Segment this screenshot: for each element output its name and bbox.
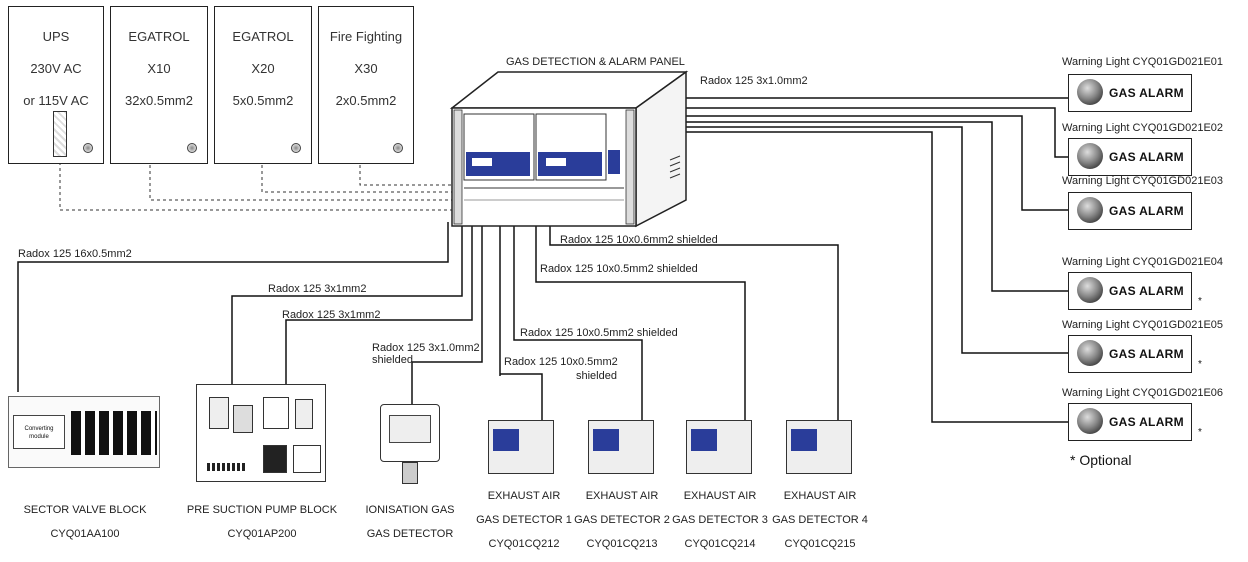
converting-module: Converting module <box>13 415 65 449</box>
cable-label-ionisation: Radox 125 3x1.0mm2 <box>372 342 480 354</box>
warning-light-cables <box>686 97 1068 423</box>
warning-light-label-5: Warning Light CYQ01GD021E05 <box>1062 319 1224 331</box>
sector-valve-caption: SECTOR VALVE BLOCK CYQ01AA100 <box>23 504 147 540</box>
detector-display-icon <box>791 429 817 451</box>
screw-icon <box>83 143 93 153</box>
bulb-icon <box>1077 277 1103 303</box>
gas-alarm-text: GAS ALARM <box>1109 204 1184 218</box>
dashed-supply-lines <box>59 150 460 211</box>
bulb-icon <box>1077 408 1103 434</box>
valve-icons <box>71 411 157 455</box>
gas-alarm-text: GAS ALARM <box>1109 347 1184 361</box>
screw-icon <box>393 143 403 153</box>
cable-label-warning-lights: Radox 125 3x1.0mm2 <box>700 75 808 87</box>
optional-note: * Optional <box>1070 452 1132 468</box>
gas-alarm-text: GAS ALARM <box>1109 415 1184 429</box>
warning-light-2: GAS ALARM <box>1068 138 1192 176</box>
fire-fighting-text: Fire Fighting X30 2x0.5mm2 <box>329 29 403 108</box>
exhaust-detector-2-caption: EXHAUST AIR GAS DETECTOR 2 CYQ01CQ213 <box>574 490 670 550</box>
warning-light-6: GAS ALARM <box>1068 403 1192 441</box>
detector-display-icon <box>593 429 619 451</box>
screw-icon <box>291 143 301 153</box>
egatrol-x10-text: EGATROL X10 32x0.5mm2 <box>125 29 193 108</box>
field-device-cables <box>17 222 839 420</box>
exhaust-detector-3 <box>686 420 752 474</box>
fire-fighting-box: Fire Fighting X30 2x0.5mm2 <box>318 6 414 164</box>
gas-alarm-text: GAS ALARM <box>1109 150 1184 164</box>
egatrol-x20-box: EGATROL X20 5x0.5mm2 <box>214 6 312 164</box>
cable-label-ionisation-shield: shielded <box>372 354 413 366</box>
warning-light-4: GAS ALARM <box>1068 272 1192 310</box>
pump-block <box>196 384 326 482</box>
cable-label-sector-valve: Radox 125 16x0.5mm2 <box>18 248 132 260</box>
sensor-head-icon <box>402 462 418 484</box>
pump-icon <box>233 405 253 433</box>
optional-star: * <box>1198 359 1202 370</box>
warning-light-label-3: Warning Light CYQ01GD021E03 <box>1062 175 1224 187</box>
detector-display-icon <box>493 429 519 451</box>
exhaust-detector-1 <box>488 420 554 474</box>
cable-label-detector-4: Radox 125 10x0.6mm2 shielded <box>560 234 718 246</box>
cable-label-detector-3: Radox 125 10x0.5mm2 shielded <box>540 263 698 275</box>
exhaust-detector-3-caption: EXHAUST AIR GAS DETECTOR 3 CYQ01CQ214 <box>672 490 768 550</box>
exhaust-detector-1-caption: EXHAUST AIR GAS DETECTOR 1 CYQ01CQ212 <box>476 490 572 550</box>
gas-detection-panel <box>449 70 689 228</box>
pump-icon <box>263 397 289 429</box>
optional-star: * <box>1198 427 1202 438</box>
bulb-icon <box>1077 340 1103 366</box>
cable-label-pump-1: Radox 125 3x1mm2 <box>268 283 367 295</box>
ups-box: UPS 230V AC or 115V AC <box>8 6 104 164</box>
cable-label-detector-1-shield: shielded <box>576 370 617 382</box>
ups-text: UPS 230V AC or 115V AC <box>23 29 89 108</box>
exhaust-detector-4 <box>786 420 852 474</box>
warning-light-label-6: Warning Light CYQ01GD021E06 <box>1062 387 1224 399</box>
fuse-icon <box>53 111 67 157</box>
warning-light-label-4: Warning Light CYQ01GD021E04 <box>1062 256 1224 268</box>
cable-label-pump-2: Radox 125 3x1mm2 <box>282 309 381 321</box>
exhaust-detector-4-caption: EXHAUST AIR GAS DETECTOR 4 CYQ01CQ215 <box>772 490 868 550</box>
detector-window-icon <box>389 415 431 443</box>
cable-label-detector-1: Radox 125 10x0.5mm2 <box>504 356 618 368</box>
screw-icon <box>187 143 197 153</box>
sector-valve-block: Converting module <box>8 396 160 468</box>
ionisation-detector <box>380 404 440 462</box>
pump-icon <box>295 399 313 429</box>
gas-alarm-text: GAS ALARM <box>1109 86 1184 100</box>
pump-icon <box>209 397 229 429</box>
bulb-icon <box>1077 79 1103 105</box>
ionisation-caption: IONISATION GAS GAS DETECTOR <box>365 504 455 540</box>
terminal-strip-icon <box>207 463 247 471</box>
pump-icon <box>293 445 321 473</box>
optional-star: * <box>1198 296 1202 307</box>
pump-block-caption: PRE SUCTION PUMP BLOCK CYQ01AP200 <box>186 504 338 540</box>
bulb-icon <box>1077 197 1103 223</box>
warning-light-3: GAS ALARM <box>1068 192 1192 230</box>
gas-alarm-text: GAS ALARM <box>1109 284 1184 298</box>
bulb-icon <box>1077 143 1103 169</box>
egatrol-x20-text: EGATROL X20 5x0.5mm2 <box>232 29 294 108</box>
pump-icon <box>263 445 287 473</box>
detector-display-icon <box>691 429 717 451</box>
egatrol-x10-box: EGATROL X10 32x0.5mm2 <box>110 6 208 164</box>
exhaust-detector-2 <box>588 420 654 474</box>
warning-light-5: GAS ALARM <box>1068 335 1192 373</box>
wiring-diagram <box>17 97 1068 423</box>
warning-light-label-1: Warning Light CYQ01GD021E01 <box>1062 56 1224 68</box>
warning-light-1: GAS ALARM <box>1068 74 1192 112</box>
warning-light-label-2: Warning Light CYQ01GD021E02 <box>1062 122 1224 134</box>
cable-label-detector-2: Radox 125 10x0.5mm2 shielded <box>520 327 678 339</box>
